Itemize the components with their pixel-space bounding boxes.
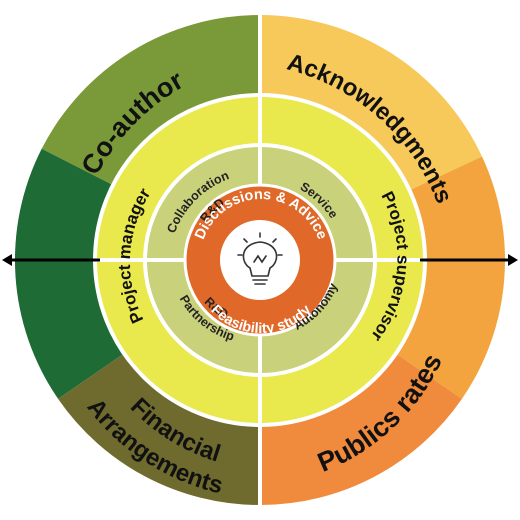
arrow-right-icon bbox=[420, 254, 518, 266]
arrow-left-icon bbox=[2, 254, 100, 266]
lightbulb-icon bbox=[237, 232, 283, 285]
